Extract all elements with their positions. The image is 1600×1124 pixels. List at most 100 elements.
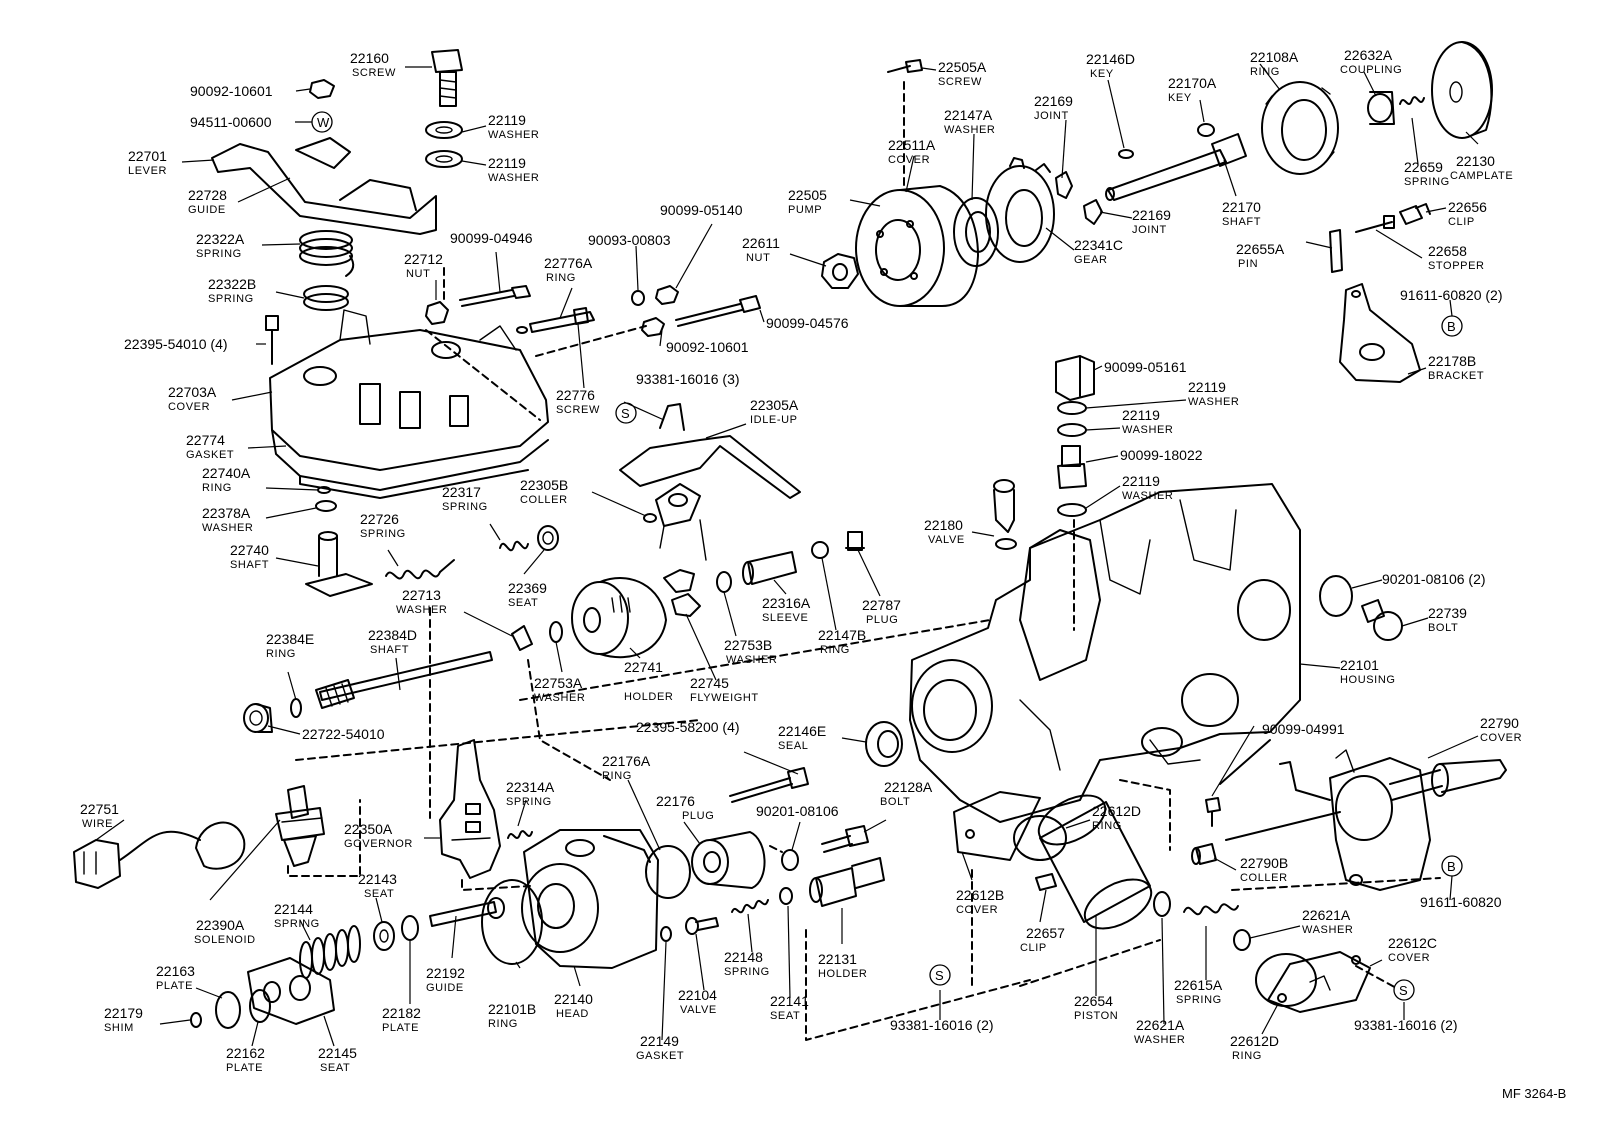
callout-name: RING <box>546 272 576 284</box>
callout-number: 90092-10601 <box>190 83 273 99</box>
spring-22322b-drawing <box>303 285 349 311</box>
callout-name: SHAFT <box>370 644 409 656</box>
governor-cover-22703a-drawing <box>269 309 549 499</box>
callout-name: COVER <box>168 401 210 413</box>
callout-number: 22655A <box>1236 241 1285 257</box>
shaft-22384d-drawing <box>315 651 493 709</box>
callout-number: 22341C <box>1074 237 1123 253</box>
washer-90201-b-drawing <box>781 849 799 871</box>
joint-22169-a-drawing <box>1055 171 1073 199</box>
callout-name: COLLER <box>1240 872 1288 884</box>
nut-90092-drawing <box>309 79 335 99</box>
callout-name: COVER <box>956 904 998 916</box>
callout-number: 22119 <box>488 112 526 128</box>
callout-name: STOPPER <box>1428 260 1485 272</box>
callout-number: 22305B <box>520 477 568 493</box>
callout-90092-10601-b: 90092-10601 <box>666 339 749 355</box>
callout-name: COVER <box>888 154 930 166</box>
callout-number: 22505A <box>938 59 987 75</box>
callout-number: 22322B <box>208 276 256 292</box>
callout-name: WASHER <box>1122 490 1173 502</box>
washer-22753b-drawing <box>716 571 732 593</box>
spring-22144-drawing <box>299 925 361 979</box>
callout-90099-05140: 90099-05140 <box>660 202 743 218</box>
plate-22163-drawing <box>215 991 241 1029</box>
callout-name: NUT <box>406 268 430 280</box>
callout-name: SEAT <box>364 888 394 900</box>
callout-number: 22317 <box>442 484 481 500</box>
callout-name: SEAT <box>508 597 538 609</box>
callout-name: SCREW <box>938 76 982 88</box>
callout-number: 22659 <box>1404 159 1443 175</box>
callout-name: WASHER <box>396 604 447 616</box>
callout-name: WASHER <box>1302 924 1353 936</box>
symbol-s-2-letter: S <box>935 968 944 983</box>
callout-name: WASHER <box>1122 424 1173 436</box>
callout-number: 22751 <box>80 801 119 817</box>
callout-number: 90201-08106 <box>756 803 839 819</box>
callout-number: 22712 <box>404 251 443 267</box>
callout-number: 22131 <box>818 951 857 967</box>
callout-number: 22162 <box>226 1045 265 1061</box>
callout-22395-58200: 22395-58200 (4) <box>636 719 740 735</box>
callout-name: GOVERNOR <box>344 838 413 850</box>
callout-90092-10601: 90092-10601 <box>190 83 273 99</box>
clip-22656-drawing <box>1399 203 1431 225</box>
bracket-22178b-drawing <box>1339 283 1421 383</box>
nut-22712-drawing <box>425 301 449 325</box>
cover-22612b-drawing <box>953 791 1041 861</box>
screw-90099-04991-drawing <box>1205 797 1221 827</box>
callout-number: 22169 <box>1034 93 1073 109</box>
callout-name: SPRING <box>274 918 320 930</box>
callout-number: 22128A <box>884 779 933 795</box>
callout-number: 22774 <box>186 432 225 448</box>
callout-name: PUMP <box>788 204 822 216</box>
leader-lines <box>95 63 1479 1047</box>
callout-number: 22170A <box>1168 75 1217 91</box>
solenoid-22390a-drawing <box>275 785 325 867</box>
callout-name: SPRING <box>506 796 552 808</box>
callout-number: 91611-60820 <box>1420 894 1502 910</box>
callout-name: COLLER <box>520 494 568 506</box>
plate-22182-drawing <box>401 915 419 941</box>
callout-name: SEAT <box>770 1010 800 1022</box>
callout-number: 22505 <box>788 187 827 203</box>
callout-number: 22390A <box>196 917 245 933</box>
callout-name: LEVER <box>128 165 167 177</box>
spring-22726-drawing <box>385 559 455 580</box>
callout-name: BOLT <box>1428 622 1458 634</box>
flyweight-22745-drawing <box>663 569 701 617</box>
washer-22119-e-drawing <box>1057 503 1087 517</box>
callout-number: 22322A <box>196 231 245 247</box>
callout-90093-00803: 90093-00803 <box>588 232 671 248</box>
callout-number: 22511A <box>888 137 936 153</box>
union-90099-18022-drawing <box>1057 445 1087 489</box>
washer-22119-c-drawing <box>1057 401 1087 415</box>
callout-number: 22108A <box>1250 49 1299 65</box>
